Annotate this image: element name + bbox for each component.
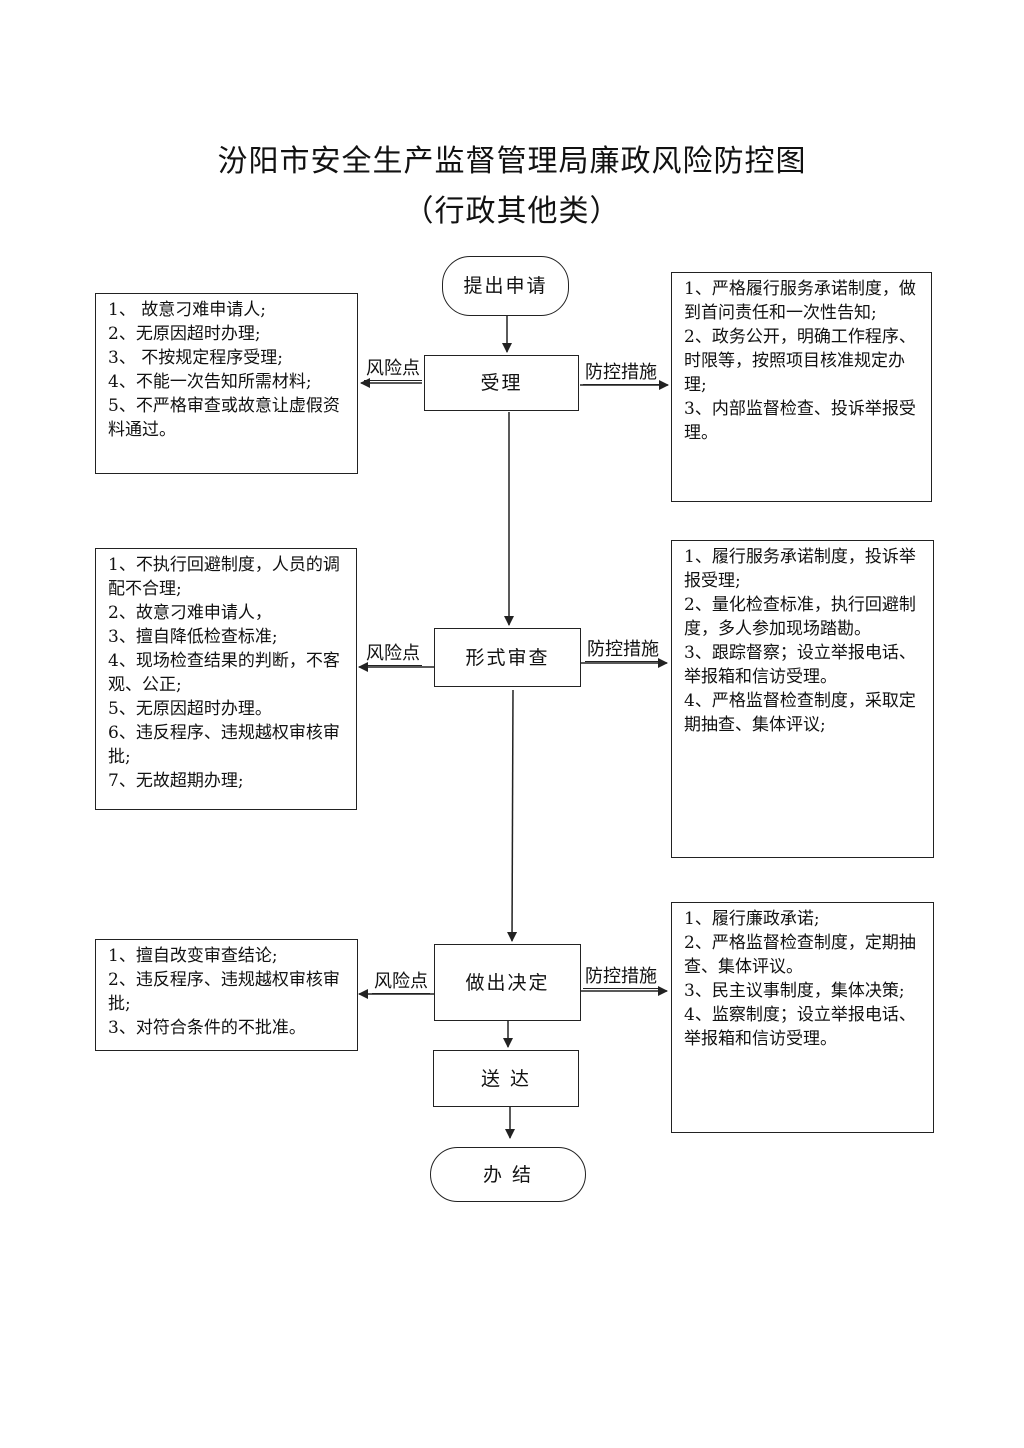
risk-item: 2、无原因超时办理; — [108, 324, 261, 344]
flow-step2-node: 形式审查 — [434, 628, 581, 687]
page-subtitle: （行政其他类） — [403, 194, 621, 229]
risk-label-2: 风险点 — [364, 643, 422, 666]
control-label-3: 防控措施 — [583, 966, 659, 989]
flow-step3-label: 做出决定 — [465, 971, 550, 994]
control-item: 2、政务公开，明确工作程序、时限等，按照项目核准规定办理; — [684, 327, 916, 395]
control-item: 2、严格监督检查制度，定期抽查、集体评议。 — [684, 933, 916, 977]
flow-end-node: 办 结 — [430, 1147, 586, 1202]
risk-item: 7、无故超期办理; — [108, 771, 244, 791]
flow-step3-node: 做出决定 — [434, 944, 581, 1021]
risk-item: 1、擅自改变审查结论; — [108, 946, 278, 966]
control-item: 1、严格履行服务承诺制度，做到首问责任和一次性告知; — [684, 279, 916, 323]
flow-step1-label: 受理 — [480, 372, 523, 394]
control-item: 1、履行廉政承诺; — [684, 909, 820, 929]
risk-item: 2、违反程序、违规越权审核审批; — [108, 970, 340, 1014]
risk-box-1: 1、 故意刁难申请人; 2、无原因超时办理; 3、 不按规定程序受理; 4、不能… — [95, 293, 358, 474]
control-label-1: 防控措施 — [583, 362, 659, 385]
risk-item: 3、擅自降低检查标准; — [108, 627, 278, 647]
control-item: 3、内部监督检查、投诉举报受理。 — [684, 399, 916, 443]
control-item: 2、量化检查标准，执行回避制度，多人参加现场踏勘。 — [684, 595, 916, 639]
risk-label-3: 风险点 — [372, 971, 430, 994]
risk-item: 5、无原因超时办理。 — [108, 699, 272, 719]
control-item: 4、严格监督检查制度，采取定期抽查、集体评议; — [684, 691, 916, 735]
control-item: 1、履行服务承诺制度，投诉举报受理; — [684, 547, 916, 591]
flow-start-node: 提出申请 — [442, 256, 569, 316]
arrow-step2-to-step3 — [507, 689, 518, 942]
control-box-3: 1、履行廉政承诺; 2、严格监督检查制度，定期抽查、集体评议。 3、民主议事制度… — [671, 902, 934, 1133]
risk-label-1: 风险点 — [364, 358, 422, 381]
risk-item: 3、 不按规定程序受理; — [108, 348, 283, 368]
flow-step2-label: 形式审查 — [465, 646, 550, 669]
flow-step4-node: 送 达 — [433, 1050, 579, 1107]
risk-item: 3、对符合条件的不批准。 — [108, 1018, 306, 1038]
risk-box-2: 1、不执行回避制度，人员的调配不合理; 2、故意刁难申请人， 3、擅自降低检查标… — [95, 548, 357, 810]
risk-box-3: 1、擅自改变审查结论; 2、违反程序、违规越权审核审批; 3、对符合条件的不批准… — [95, 939, 358, 1051]
control-box-2: 1、履行服务承诺制度，投诉举报受理; 2、量化检查标准，执行回避制度，多人参加现… — [671, 540, 934, 858]
risk-item: 1、不执行回避制度，人员的调配不合理; — [108, 555, 340, 599]
risk-item: 5、不严格审查或故意让虚假资料通过。 — [108, 396, 340, 440]
control-item: 3、民主议事制度，集体决策; — [684, 981, 905, 1001]
flow-step1-node: 受理 — [424, 355, 579, 411]
risk-item: 1、 故意刁难申请人; — [108, 300, 266, 320]
risk-item: 6、违反程序、违规越权审核审批; — [108, 723, 340, 767]
flow-start-label: 提出申请 — [463, 275, 548, 297]
control-label-2: 防控措施 — [585, 639, 661, 662]
risk-item: 4、现场检查结果的判断，不客观、公正; — [108, 651, 340, 695]
page-title: 汾阳市安全生产监督管理局廉政风险防控图 — [217, 144, 807, 179]
control-item: 4、监察制度；设立举报电话、举报箱和信访受理。 — [684, 1005, 916, 1049]
control-box-1: 1、严格履行服务承诺制度，做到首问责任和一次性告知; 2、政务公开，明确工作程序… — [671, 272, 932, 502]
flow-step4-label: 送 达 — [480, 1067, 532, 1090]
risk-item: 2、故意刁难申请人， — [108, 603, 272, 623]
control-item: 3、跟踪督察；设立举报电话、举报箱和信访受理。 — [684, 643, 916, 687]
risk-item: 4、不能一次告知所需材料; — [108, 372, 312, 392]
flow-end-label: 办 结 — [482, 1163, 534, 1186]
